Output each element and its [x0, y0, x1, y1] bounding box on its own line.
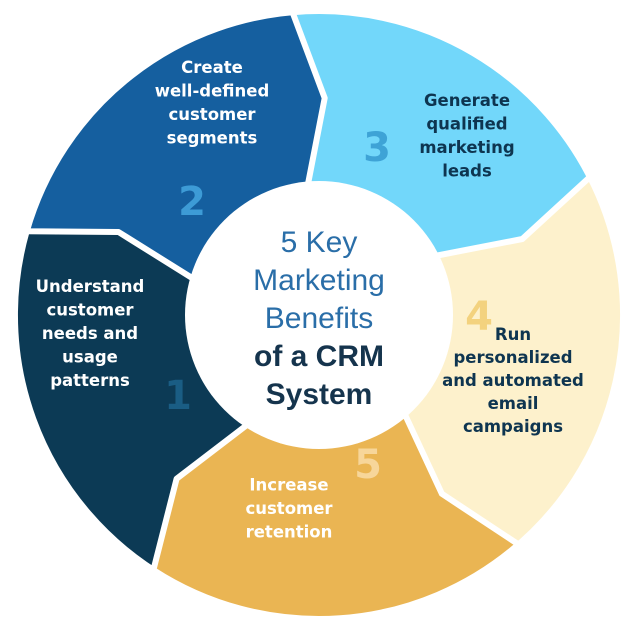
segment-number: 3 [363, 125, 391, 171]
segment-number: 4 [465, 294, 493, 340]
segment-label-line: email [488, 394, 539, 413]
segment-label-line: and automated [442, 371, 584, 390]
segment-label-line: leads [442, 161, 492, 180]
segment-label-line: campaigns [463, 417, 563, 436]
segment-label-line: Generate [424, 91, 510, 110]
segment-label-line: customer [245, 499, 333, 518]
segment-number: 2 [178, 179, 206, 225]
segment-label-line: well-defined [155, 81, 270, 100]
segment-label-line: retention [246, 523, 333, 542]
segment-number: 1 [164, 373, 192, 419]
segment-label-line: usage [62, 348, 118, 367]
center-title-line: of a CRM [254, 340, 384, 373]
segment-label-line: customer [46, 301, 134, 320]
segment-label-line: needs and [42, 324, 138, 343]
segment-label-line: qualified [426, 114, 507, 133]
segment-label-line: Understand [36, 277, 145, 296]
center-title-line: Benefits [265, 302, 373, 335]
segment-1: 1 Understand customer needs and usage pattern… [12, 208, 257, 582]
segment-label-line: patterns [50, 371, 130, 390]
segment-label-line: segments [167, 128, 258, 147]
segments-layer: 1 Understand customer needs and usage pattern… [12, 8, 627, 622]
segment-label-line: customer [168, 105, 256, 124]
segment-label-line: Run [495, 325, 531, 344]
center-title-line: Marketing [253, 264, 385, 297]
segment-label-line: personalized [453, 348, 572, 367]
segment-number: 5 [354, 442, 382, 488]
center-circle [185, 181, 453, 449]
segment-2: 2 Create well-defined customer segments [23, 8, 345, 283]
segment-label-line: Increase [249, 476, 328, 495]
segment-label-line: marketing [419, 138, 514, 157]
center-title-line: System [266, 378, 373, 411]
segment-label-line: Create [181, 58, 243, 77]
center-title-line: 5 Key [281, 226, 358, 259]
